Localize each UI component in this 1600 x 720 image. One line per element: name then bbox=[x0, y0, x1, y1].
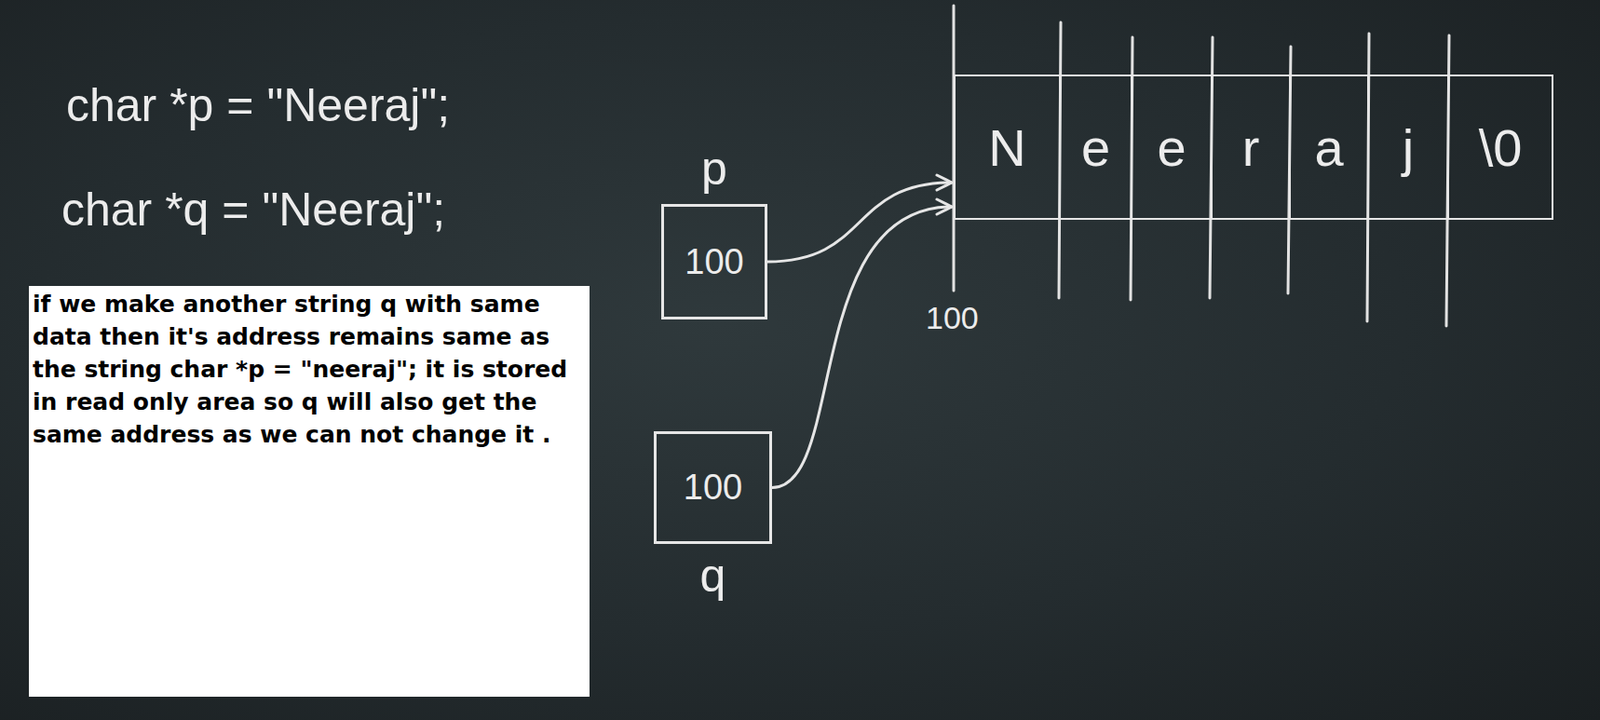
cell-char: N bbox=[988, 117, 1026, 178]
cell-char: e bbox=[1156, 117, 1186, 178]
memory-cell: a bbox=[1288, 74, 1370, 220]
variable-name: p bbox=[664, 145, 765, 192]
memory-cell: r bbox=[1210, 74, 1291, 220]
memory-cell: e bbox=[1058, 74, 1133, 220]
pointer-box: 100q bbox=[653, 431, 773, 544]
memory-cell: N bbox=[953, 74, 1061, 220]
note-text: if we make another string q with same da… bbox=[32, 287, 586, 451]
memory-cell: e bbox=[1130, 74, 1213, 220]
pointer-arrow bbox=[772, 206, 952, 489]
cell-char: \0 bbox=[1478, 117, 1523, 178]
memory-cell: j bbox=[1367, 74, 1450, 220]
address-label: 100 bbox=[925, 299, 979, 337]
cell-char: a bbox=[1314, 117, 1343, 178]
memory-cell: \0 bbox=[1447, 74, 1554, 220]
pointer-box: p100 bbox=[661, 203, 768, 320]
cell-char: e bbox=[1081, 117, 1111, 178]
cell-char: j bbox=[1402, 117, 1414, 178]
note-box: if we make another string q with same da… bbox=[28, 285, 590, 697]
address-value: 100 bbox=[683, 467, 743, 508]
variable-name: q bbox=[656, 552, 770, 599]
address-value: 100 bbox=[684, 242, 744, 283]
code-line: char *p = "Neeraj"; bbox=[66, 78, 450, 133]
pointer-arrow bbox=[767, 182, 952, 262]
code-line: char *q = "Neeraj"; bbox=[61, 182, 446, 237]
cell-char: r bbox=[1242, 117, 1261, 178]
